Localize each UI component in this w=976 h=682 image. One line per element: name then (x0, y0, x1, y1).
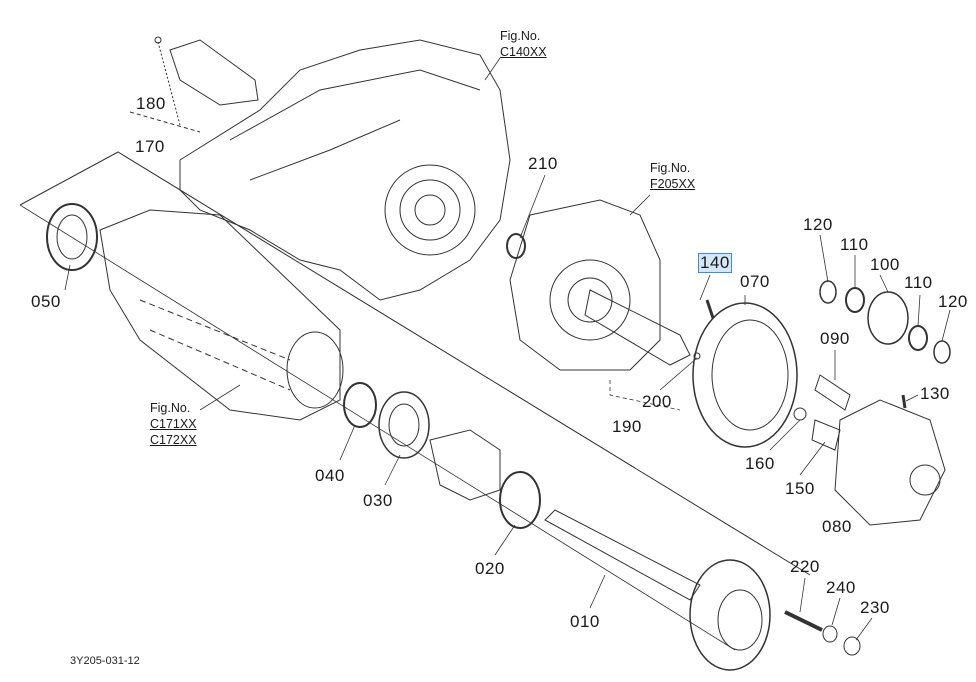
gear-100 (867, 291, 909, 345)
part-label-120[interactable]: 120 (938, 292, 968, 311)
shaft-190 (584, 289, 691, 366)
part-label-200[interactable]: 200 (642, 392, 672, 411)
fig-code[interactable]: F205XX (650, 177, 696, 191)
fig-label: Fig.No. (500, 29, 541, 43)
part-label-170[interactable]: 170 (135, 137, 165, 156)
drawing-code: 3Y205-031-12 (70, 655, 140, 667)
washer-240 (822, 625, 838, 643)
pin-140 (705, 299, 715, 319)
part-label-140[interactable]: 140 (698, 253, 732, 273)
transmission-case (179, 39, 511, 301)
washer-120b (933, 340, 951, 364)
part-label-050[interactable]: 050 (31, 292, 61, 311)
bearing-110a (845, 287, 865, 313)
assembly-boundary (19, 151, 811, 576)
seal-040 (343, 382, 377, 428)
part-label-080[interactable]: 080 (822, 517, 852, 536)
plate-150 (811, 419, 841, 451)
part-label-010[interactable]: 010 (570, 612, 600, 631)
figure-ref-c140[interactable]: Fig.No. C140XX (500, 28, 547, 60)
carrier-080 (834, 399, 946, 526)
part-label-110[interactable]: 110 (840, 235, 869, 254)
part-label-090[interactable]: 090 (820, 329, 850, 348)
figure-ref-c171-c172[interactable]: Fig.No. C171XX C172XX (150, 400, 197, 448)
part-label-210[interactable]: 210 (528, 154, 558, 173)
part-label-240[interactable]: 240 (826, 578, 856, 597)
part-label-120[interactable]: 120 (803, 215, 833, 234)
part-label-020[interactable]: 020 (475, 559, 505, 578)
part-label-160[interactable]: 160 (745, 454, 775, 473)
fig-code[interactable]: C172XX (150, 433, 197, 447)
seal-050 (46, 203, 98, 271)
bolt-220 (784, 610, 823, 632)
part-label-130[interactable]: 130 (920, 384, 950, 403)
axle-010 (544, 509, 701, 601)
fig-code[interactable]: C171XX (150, 417, 197, 431)
part-label-110[interactable]: 110 (904, 273, 933, 292)
fig-label: Fig.No. (650, 161, 691, 175)
bearing-110b (908, 325, 928, 351)
retainer (429, 429, 501, 501)
figure-ref-f205[interactable]: Fig.No. F205XX (650, 160, 695, 192)
part-label-230[interactable]: 230 (860, 598, 890, 617)
part-label-180[interactable]: 180 (136, 94, 166, 113)
pin-090 (814, 374, 851, 411)
nut-230 (843, 636, 861, 656)
fig-code[interactable]: C140XX (500, 45, 547, 59)
bolt-160 (793, 407, 807, 421)
part-label-100[interactable]: 100 (870, 255, 900, 274)
part-label-030[interactable]: 030 (363, 491, 393, 510)
bearing-030 (378, 391, 430, 459)
part-label-190[interactable]: 190 (612, 417, 642, 436)
part-label-040[interactable]: 040 (315, 466, 345, 485)
ring-gear-070 (692, 302, 798, 448)
seal-020 (499, 471, 541, 529)
pin-130 (901, 394, 907, 409)
rear-axle-housing (99, 209, 341, 421)
part-label-220[interactable]: 220 (790, 557, 820, 576)
shaft-180 (169, 39, 259, 106)
part-label-150[interactable]: 150 (785, 479, 815, 498)
part-label-070[interactable]: 070 (740, 272, 770, 291)
brake-housing (509, 199, 661, 371)
fig-label: Fig.No. (150, 401, 191, 415)
ring-210 (506, 233, 526, 259)
washer-120a (819, 280, 837, 304)
